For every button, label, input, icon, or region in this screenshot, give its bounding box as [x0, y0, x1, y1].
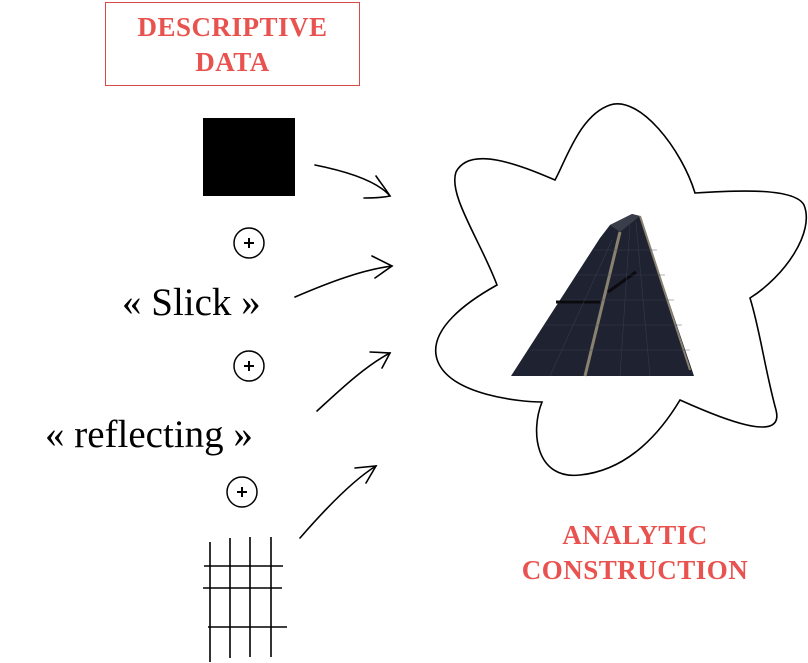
grid-icon [203, 537, 287, 662]
arrow-icon [294, 255, 394, 298]
reflecting-term: « reflecting » [45, 413, 253, 456]
plus-icon [233, 350, 265, 382]
black-square [203, 118, 295, 196]
arrow-icon [299, 465, 378, 539]
descriptive-data-box: DESCRIPTIVE DATA [105, 2, 360, 86]
arrow-icon [314, 164, 392, 199]
cloud-shape [435, 103, 808, 476]
slick-term: « Slick » [122, 281, 261, 324]
plus-icon [233, 227, 265, 259]
construction-label: CONSTRUCTION [521, 555, 749, 585]
arrow-icon [316, 351, 392, 412]
analytic-construction-label: ANALYTIC CONSTRUCTION [490, 518, 780, 588]
descriptive-label: DESCRIPTIVE [137, 12, 328, 42]
arrows [294, 164, 394, 539]
skyscraper-image [511, 214, 694, 377]
data-label: DATA [195, 47, 270, 77]
plus-icon [226, 476, 258, 508]
analytic-label: ANALYTIC [562, 520, 708, 550]
